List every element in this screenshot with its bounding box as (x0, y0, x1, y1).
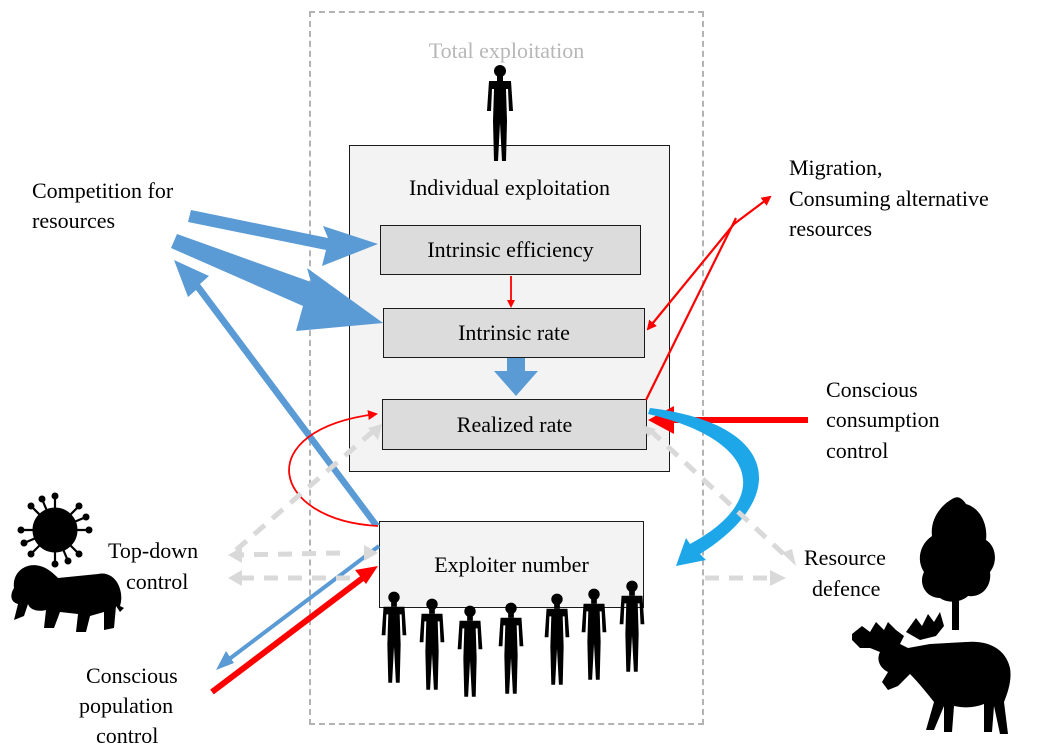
population-control-label-line2: population (79, 693, 174, 718)
exploiter-to-competition-arrow (174, 260, 380, 525)
population-control-label-line3: control (96, 723, 159, 748)
migration-to-rate-arrow (646, 223, 735, 331)
intrinsic-efficiency-box: Intrinsic efficiency (380, 225, 641, 275)
grey-dashed-arrows (234, 425, 792, 581)
competition-arrow-efficiency (188, 210, 378, 266)
moose-icon (852, 622, 1011, 734)
individual-exploitation-label: Individual exploitation (408, 175, 611, 200)
lion-icon (11, 565, 125, 632)
resource-defence-label-line2: defence (812, 576, 881, 601)
top-down-label-line2: control (126, 569, 189, 594)
migration-label-line1: Migration, (789, 155, 883, 180)
competition-arrows (171, 210, 383, 331)
migration-label-line2: Consuming alternative (789, 186, 989, 211)
consumption-control-label-line1: Conscious (826, 377, 918, 402)
consumption-control-label-line3: control (826, 438, 889, 463)
resource-defence-label-line1: Resource (804, 545, 886, 570)
migration-head-arrow (733, 195, 772, 225)
exploiter-crowd-icon (381, 580, 645, 697)
realized-rate-label: Realized rate (456, 411, 573, 437)
exploiter-to-population-arrow (216, 651, 234, 670)
realized-to-migration-line (645, 217, 737, 401)
exploiter-to-realized-loop (288, 410, 379, 527)
top-down-label-line1: Top-down (108, 538, 199, 563)
virus-icon (17, 492, 93, 568)
migration-label-line3: resources (789, 216, 873, 241)
exploiter-number-box: Exploiter number (379, 521, 644, 608)
intrinsic-rate-label: Intrinsic rate (458, 320, 570, 345)
competition-arrow-rate (171, 234, 383, 331)
population-control-label-line1: Conscious (86, 663, 178, 688)
intrinsic-to-realized-arrow (494, 358, 538, 396)
human-silhouette-icon (487, 65, 513, 161)
tree-icon (919, 497, 995, 630)
population-control-arrowhead (355, 566, 378, 584)
competition-label-line2: resources (32, 208, 116, 233)
consumption-control-label-line2: consumption (826, 407, 940, 432)
realized-rate-box: Realized rate (382, 399, 647, 450)
competition-label-line1: Competition for (32, 178, 174, 203)
total-exploitation-frame (309, 11, 704, 725)
intrinsic-rate-box: Intrinsic rate (383, 308, 645, 358)
population-control-line (210, 571, 370, 695)
realized-to-exploiter-curve (648, 408, 760, 566)
intrinsic-efficiency-label: Intrinsic efficiency (427, 237, 594, 262)
exploiter-number-label: Exploiter number (434, 551, 589, 577)
total-exploitation-label: Total exploitation (428, 38, 585, 63)
